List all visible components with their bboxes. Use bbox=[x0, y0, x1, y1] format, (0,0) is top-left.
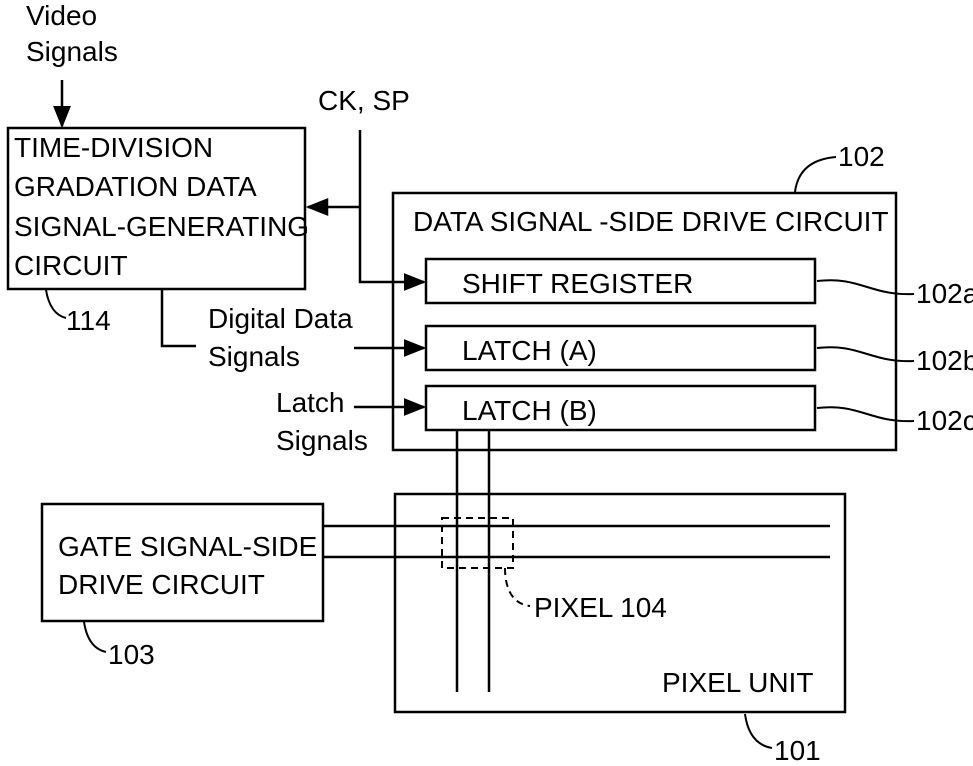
ref-103-leader bbox=[84, 622, 106, 652]
pixel-104-leader bbox=[505, 568, 530, 606]
ref-114-leader bbox=[46, 290, 66, 318]
shift-register-label: SHIFT REGISTER bbox=[462, 268, 693, 299]
ref-102a: 102a bbox=[916, 278, 973, 309]
time-division-line-3: SIGNAL-GENERATING bbox=[14, 211, 309, 242]
latch-signals-label-2: Signals bbox=[276, 425, 368, 456]
video-signals-label: Video bbox=[26, 0, 97, 31]
time-division-line-4: CIRCUIT bbox=[14, 250, 128, 281]
data-drive-circuit-title: DATA SIGNAL -SIDE DRIVE CIRCUIT bbox=[413, 206, 889, 237]
ref-102a-leader bbox=[817, 280, 914, 294]
ref-102: 102 bbox=[838, 141, 885, 172]
ref-102b-leader bbox=[817, 347, 914, 361]
ref-101-leader bbox=[745, 714, 772, 748]
ref-102-leader bbox=[795, 157, 836, 192]
ref-102c: 102c bbox=[916, 405, 973, 436]
gate-drive-line-2: DRIVE CIRCUIT bbox=[58, 569, 265, 600]
digital-data-wire bbox=[162, 290, 196, 346]
video-signals-label-2: Signals bbox=[26, 36, 118, 67]
ref-102b: 102b bbox=[916, 345, 973, 376]
gate-drive-line-1: GATE SIGNAL-SIDE bbox=[58, 531, 317, 562]
digital-data-label: Digital Data bbox=[208, 303, 353, 334]
latch-signals-label: Latch bbox=[276, 387, 345, 418]
pixel-unit-label: PIXEL UNIT bbox=[662, 667, 813, 698]
ref-101: 101 bbox=[774, 735, 821, 766]
ref-114: 114 bbox=[66, 305, 111, 336]
ref-103: 103 bbox=[108, 639, 155, 670]
time-division-line-2: GRADATION DATA bbox=[14, 171, 257, 202]
latch-a-label: LATCH (A) bbox=[462, 335, 597, 366]
time-division-line-1: TIME-DIVISION bbox=[14, 132, 213, 163]
ck-sp-label: CK, SP bbox=[318, 85, 410, 116]
gate-drive-circuit-box bbox=[42, 504, 323, 621]
pixel-104-label: PIXEL 104 bbox=[534, 592, 667, 623]
ref-102c-leader bbox=[817, 407, 914, 421]
latch-b-label: LATCH (B) bbox=[462, 395, 597, 426]
digital-data-label-2: Signals bbox=[208, 341, 300, 372]
